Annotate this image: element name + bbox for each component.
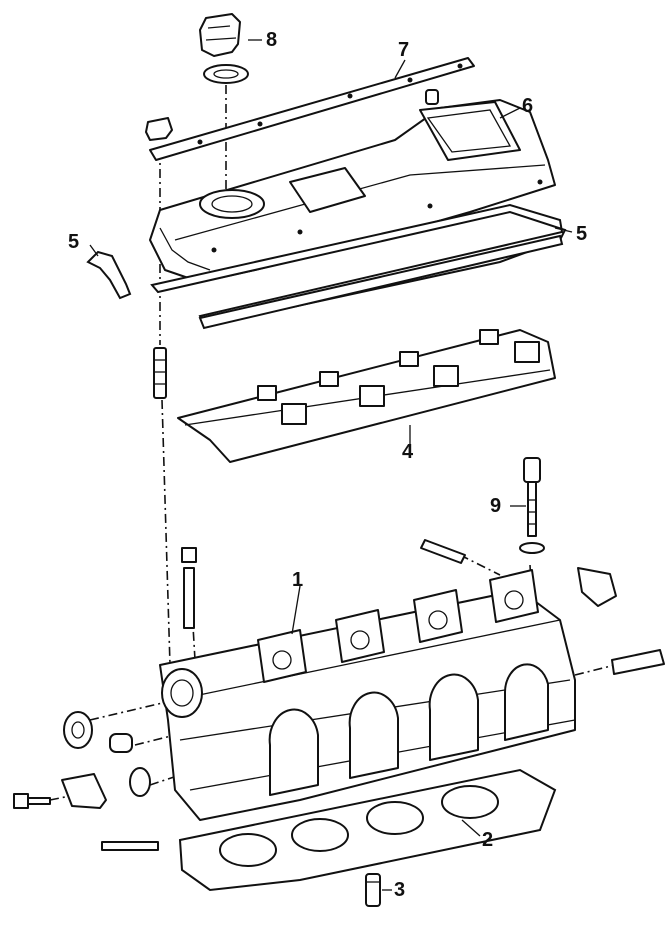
small-seal-gasket [86, 250, 132, 300]
front-seals-and-plugs [13, 711, 159, 851]
callout-9: 9 [490, 495, 501, 517]
head-gasket [178, 768, 557, 892]
callout-3: 3 [394, 879, 405, 901]
valve-cover-gasket [150, 203, 567, 330]
valve-cover [149, 89, 556, 283]
cover-nut [145, 117, 173, 141]
oil-filler-cap [199, 13, 249, 84]
small-hardware [181, 539, 665, 675]
dowel-sleeve [365, 873, 381, 907]
callout-4: 4 [402, 441, 414, 463]
callout-5-left: 5 [68, 231, 79, 253]
callout-6: 6 [522, 95, 533, 117]
camshaft-baffle-plate [177, 329, 556, 463]
head-bolt [519, 457, 545, 554]
callout-8: 8 [266, 29, 277, 51]
cover-stud [153, 347, 167, 399]
callout-5-right: 5 [576, 223, 587, 245]
callout-7: 7 [398, 39, 409, 61]
cylinder-head [159, 569, 576, 821]
leader-lines [89, 39, 573, 891]
callout-2: 2 [482, 829, 493, 851]
reinforcement-strip [149, 57, 475, 161]
callout-1: 1 [292, 569, 303, 591]
